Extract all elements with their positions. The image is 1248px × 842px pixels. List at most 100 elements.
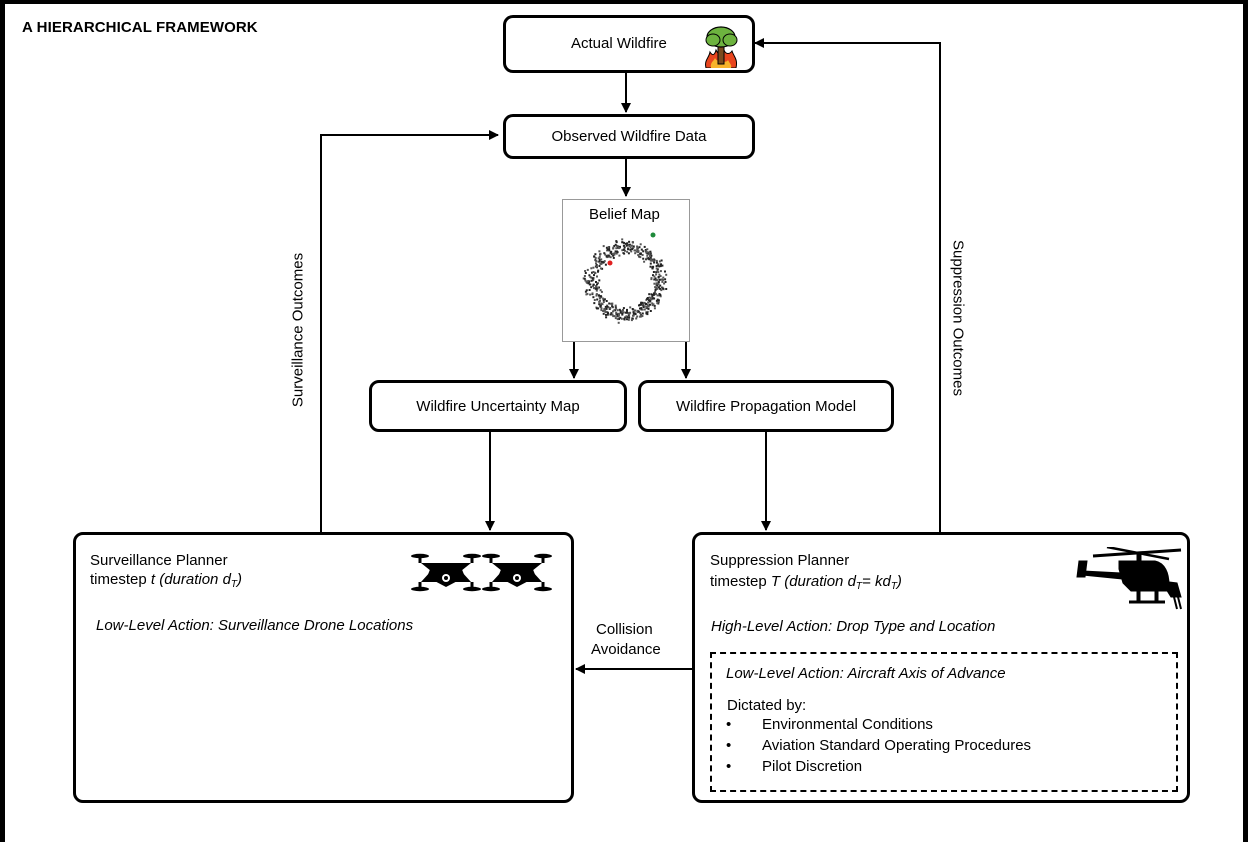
bullet-marker: • bbox=[726, 737, 732, 754]
belief-pixel bbox=[657, 283, 660, 286]
belief-pixel bbox=[604, 263, 607, 266]
belief-pixel bbox=[640, 303, 642, 306]
belief-pixel bbox=[622, 244, 625, 247]
belief-pixel bbox=[595, 287, 597, 290]
belief-pixel bbox=[607, 312, 609, 315]
belief-pixel bbox=[656, 287, 659, 290]
belief-pixel bbox=[649, 259, 652, 262]
belief-pixel bbox=[657, 281, 660, 284]
belief-pixel bbox=[602, 310, 605, 312]
belief-pixel bbox=[646, 248, 649, 251]
drone-icon bbox=[411, 553, 481, 592]
belief-pixel bbox=[614, 250, 617, 253]
belief-pixel bbox=[651, 302, 654, 305]
belief-pixel bbox=[655, 271, 658, 274]
belief-pixel bbox=[620, 317, 623, 320]
belief-pixel bbox=[600, 262, 603, 265]
belief-pixel bbox=[605, 246, 608, 249]
belief-pixel bbox=[598, 295, 601, 298]
belief-pixel bbox=[582, 277, 585, 280]
belief-pixel bbox=[657, 276, 660, 278]
belief-pixel bbox=[591, 277, 594, 280]
belief-pixel bbox=[653, 304, 656, 307]
belief-pixel bbox=[656, 279, 659, 282]
belief-pixel bbox=[630, 250, 633, 253]
belief-pixel bbox=[596, 283, 598, 286]
belief-pixel bbox=[659, 294, 662, 296]
belief-pixel bbox=[598, 297, 601, 300]
wildfire-uncertainty-map-node: Wildfire Uncertainty Map bbox=[369, 380, 627, 432]
belief-pixel bbox=[618, 247, 621, 250]
belief-pixel bbox=[619, 309, 622, 312]
belief-pixel bbox=[592, 271, 595, 273]
belief-pixel bbox=[615, 307, 618, 310]
belief-pixel bbox=[584, 279, 587, 282]
belief-pixel bbox=[599, 267, 602, 270]
belief-pixel bbox=[606, 304, 609, 307]
bullet-aviation: Aviation Standard Operating Procedures bbox=[762, 737, 1032, 754]
belief-pixel bbox=[621, 249, 624, 252]
belief-pixel bbox=[627, 312, 630, 315]
belief-pixel bbox=[621, 238, 624, 241]
belief-pixel bbox=[664, 278, 667, 281]
belief-pixel bbox=[641, 308, 644, 311]
belief-pixel bbox=[626, 308, 628, 311]
belief-pixel bbox=[598, 303, 601, 306]
belief-pixel bbox=[593, 274, 595, 277]
belief-pixel bbox=[589, 293, 592, 296]
belief-pixel bbox=[655, 282, 658, 285]
belief-pixel bbox=[639, 312, 642, 314]
belief-pixel bbox=[662, 287, 665, 290]
belief-pixel bbox=[616, 314, 619, 316]
bullet-marker: • bbox=[726, 758, 732, 775]
belief-pixel bbox=[597, 307, 600, 310]
belief-pixel bbox=[658, 278, 661, 281]
belief-pixel bbox=[602, 301, 605, 303]
belief-pixel bbox=[652, 271, 655, 273]
duration-open: (duration bbox=[780, 573, 848, 590]
belief-pixel bbox=[608, 249, 611, 252]
belief-pixel bbox=[657, 299, 660, 302]
belief-pixel bbox=[593, 255, 596, 258]
belief-map-label: Belief Map bbox=[589, 206, 660, 223]
belief-pixel bbox=[612, 315, 615, 318]
belief-pixel bbox=[653, 278, 656, 281]
belief-pixel bbox=[624, 311, 627, 314]
belief-pixel bbox=[610, 253, 613, 256]
belief-pixel bbox=[617, 321, 620, 324]
belief-pixel bbox=[607, 246, 610, 249]
belief-pixel bbox=[629, 311, 632, 314]
belief-pixel bbox=[660, 278, 663, 281]
belief-pixel bbox=[595, 260, 598, 262]
belief-pixel bbox=[639, 314, 642, 317]
dictated-by-label: Dictated by: bbox=[727, 697, 807, 714]
belief-pixel bbox=[585, 293, 588, 296]
belief-pixel bbox=[663, 282, 666, 285]
belief-pixel bbox=[631, 308, 634, 310]
belief-pixel bbox=[612, 252, 615, 255]
belief-pixel bbox=[627, 252, 630, 255]
belief-pixel bbox=[622, 307, 625, 310]
belief-pixel bbox=[623, 252, 626, 255]
belief-pixel bbox=[605, 255, 608, 258]
belief-pixel bbox=[615, 241, 618, 244]
belief-pixel bbox=[655, 273, 658, 276]
belief-pixel bbox=[606, 305, 609, 308]
belief-pixel bbox=[649, 299, 652, 302]
belief-pixel bbox=[622, 311, 625, 314]
belief-pixel bbox=[595, 286, 598, 289]
belief-pixel bbox=[645, 303, 647, 305]
belief-pixel bbox=[603, 308, 606, 311]
belief-pixel bbox=[645, 306, 648, 309]
belief-pixel bbox=[586, 292, 589, 295]
belief-pixel bbox=[649, 265, 652, 268]
belief-pixel bbox=[626, 311, 629, 314]
belief-pixel bbox=[586, 280, 589, 283]
belief-pixel bbox=[659, 284, 662, 287]
belief-pixel bbox=[585, 289, 588, 292]
belief-pixel bbox=[656, 270, 659, 273]
duration-eq: = bbox=[862, 573, 875, 590]
belief-pixel bbox=[592, 285, 595, 287]
